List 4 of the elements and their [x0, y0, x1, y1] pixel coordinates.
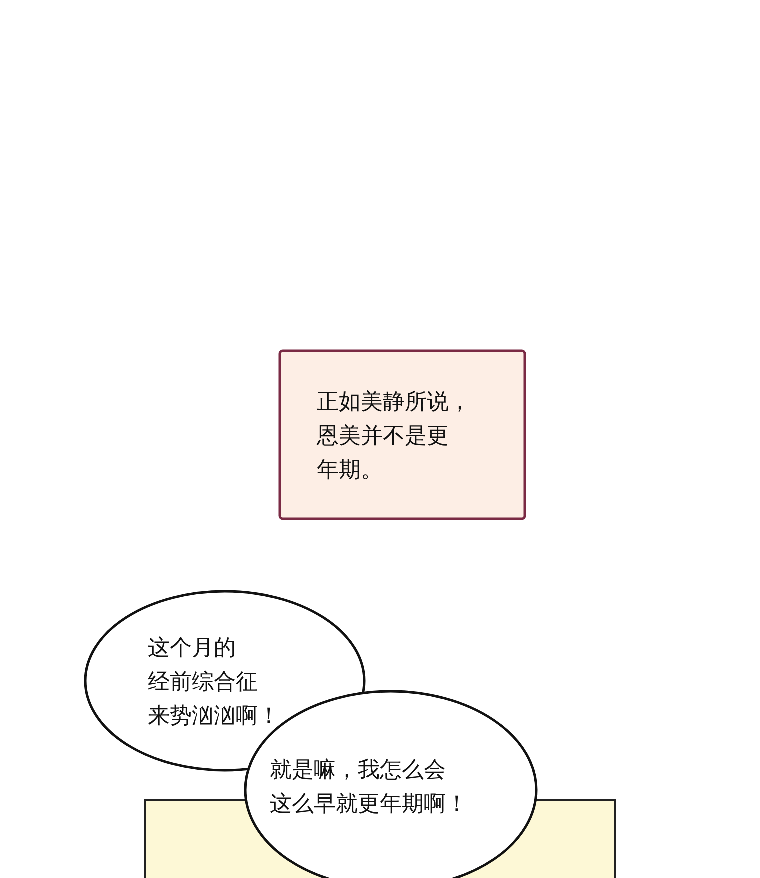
caption-box	[279, 350, 526, 520]
speech-text: 这个月的经前综合征来势汹汹啊！	[148, 635, 280, 731]
speech-text: 就是嘛，我怎么会这么早就更年期啊！	[270, 757, 468, 819]
caption-text: 正如美静所说，恩美并不是更年期。	[317, 389, 471, 485]
